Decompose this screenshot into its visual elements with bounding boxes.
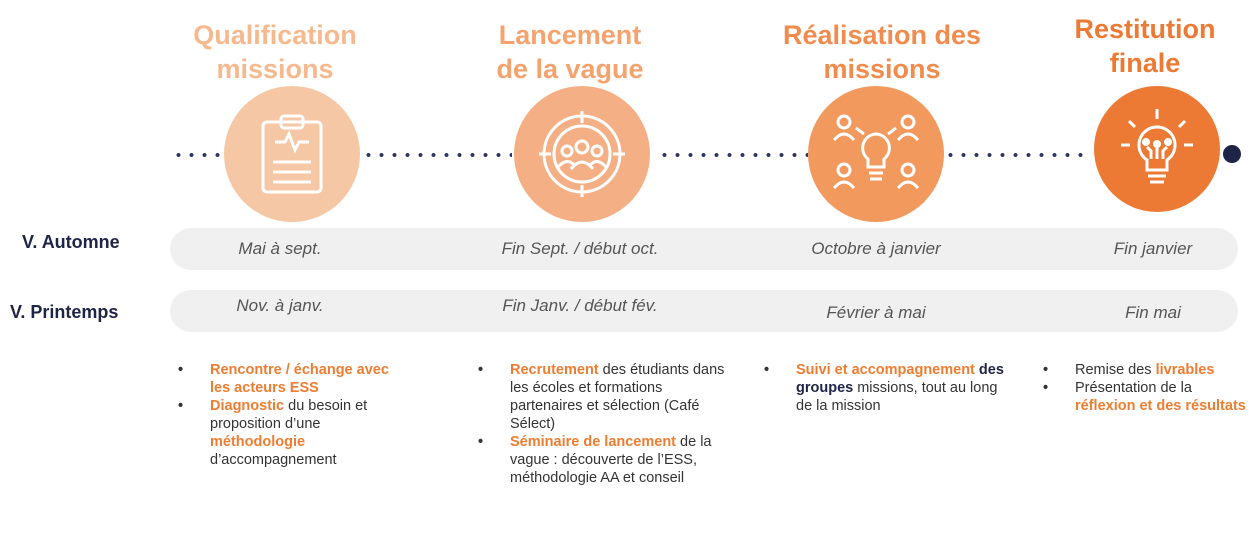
timeline-dots <box>658 152 808 158</box>
phase-title-line: missions <box>823 54 941 84</box>
phase-title-lancement: Lancement de la vague <box>470 18 670 86</box>
schedule-cell: Fin mai <box>1125 303 1181 322</box>
schedule-cell: Mai à sept. <box>238 239 322 258</box>
phase-title-line: Réalisation des <box>782 20 982 50</box>
row-label-automne: V. Automne <box>22 232 120 252</box>
details-qualification: Rencontre / échange avec les acteurs ESS… <box>176 361 412 469</box>
phase-title-line: Restitution <box>1074 14 1216 44</box>
list-item: Recrutement des étudiants dans les école… <box>476 361 736 433</box>
list-item: Suivi et accompagnement des groupes miss… <box>762 361 1012 415</box>
phase-title-line: finale <box>1109 48 1181 78</box>
details-realisation: Suivi et accompagnement des groupes miss… <box>762 361 1012 415</box>
phase-title-line: de la vague <box>496 54 644 84</box>
timeline-end-dot <box>1223 145 1241 163</box>
phase-circle-restitution <box>1094 86 1220 212</box>
lightbulb-circuit-icon <box>1121 109 1193 184</box>
phase-title-line: Qualification <box>193 20 357 50</box>
lightbulb-team-icon <box>832 114 920 190</box>
timeline-dots <box>362 152 512 158</box>
row-bar-automne <box>170 228 1238 270</box>
row-bar-printemps <box>170 290 1238 332</box>
phase-title-qualification: Qualification missions <box>175 18 375 86</box>
timeline-dots <box>944 152 1084 158</box>
phase-circle-qualification <box>224 86 360 222</box>
details-restitution: Remise des livrables Présentation de la … <box>1041 361 1247 415</box>
schedule-cell: Fin Sept. / début oct. <box>501 239 659 258</box>
list-item: Remise des livrables <box>1041 361 1247 379</box>
phase-circle-realisation <box>808 86 944 222</box>
timeline-dots <box>172 152 224 158</box>
list-item: Rencontre / échange avec les acteurs ESS <box>176 361 412 397</box>
phase-title-line: Lancement <box>498 20 642 50</box>
schedule-cell: Octobre à janvier <box>811 239 941 258</box>
list-item: Présentation de la réflexion et des résu… <box>1041 379 1247 415</box>
phase-circle-lancement <box>514 86 650 222</box>
schedule-cell: Fin Janv. / début fév. <box>502 296 658 315</box>
row-label-printemps: V. Printemps <box>10 302 119 322</box>
clipboard-heartbeat-icon <box>261 114 323 194</box>
target-group-icon <box>539 111 625 197</box>
list-item: Séminaire de lancement de la vague : déc… <box>476 433 736 487</box>
schedule-cell: Nov. à janv. <box>236 296 324 315</box>
schedule-cell: Fin janvier <box>1113 239 1193 258</box>
schedule-cell: Février à mai <box>826 303 926 322</box>
phase-title-restitution: Restitution finale <box>1045 12 1245 80</box>
list-item: Diagnostic du besoin et proposition d’un… <box>176 397 412 469</box>
phase-title-realisation: Réalisation des missions <box>757 18 1007 86</box>
details-lancement: Recrutement des étudiants dans les école… <box>476 361 736 487</box>
phase-title-line: missions <box>216 54 334 84</box>
